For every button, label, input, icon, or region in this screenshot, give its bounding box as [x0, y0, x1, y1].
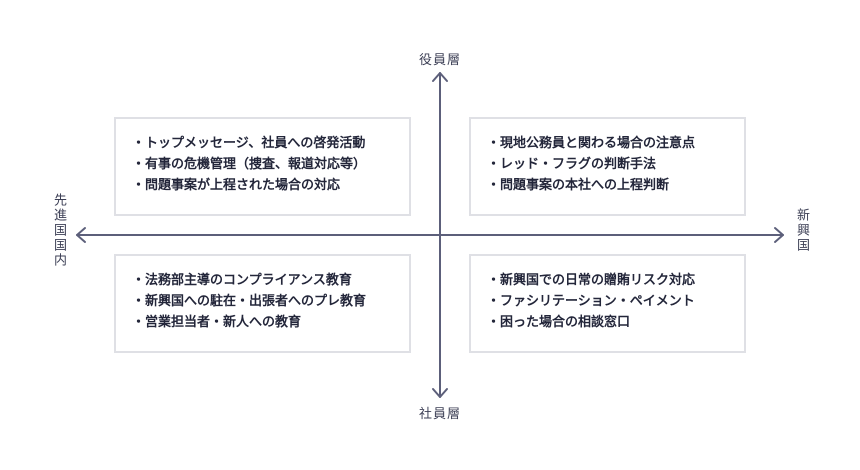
quadrant-item: ・新興国への駐在・出張者へのプレ教育: [132, 294, 367, 309]
quadrant-top-right: ・現地公務員と関わる場合の注意点 ・レッド・フラグの判断手法 ・問題事案の本社へ…: [469, 117, 746, 216]
quadrant-item: ・ファシリテーション・ペイメント: [487, 294, 695, 309]
arrow-down-icon: [432, 388, 448, 398]
axis-label-top: 役員層: [418, 53, 461, 68]
quadrant-item: ・問題事案が上程された場合の対応: [132, 178, 341, 193]
quadrant-item: ・有事の危機管理（捜査、報道対応等）: [132, 157, 367, 172]
arrow-up-icon: [432, 72, 448, 82]
quadrant-item: ・法務部主導のコンプライアンス教育: [132, 273, 352, 288]
quadrant-top-left: ・トップメッセージ、社員への啓発活動 ・有事の危機管理（捜査、報道対応等） ・問…: [114, 117, 411, 216]
quadrant-item: ・新興国での日常の贈賄リスク対応: [487, 273, 696, 288]
quadrant-item: ・レッド・フラグの判断手法: [487, 157, 657, 172]
quadrant-item: ・問題事案の本社への上程判断: [487, 178, 670, 193]
axis-label-bottom: 社員層: [418, 407, 461, 422]
quadrant-item: ・営業担当者・新人への教育: [132, 315, 302, 330]
quadrant-bottom-right: ・新興国での日常の贈賄リスク対応 ・ファシリテーション・ペイメント ・困った場合…: [469, 254, 746, 353]
quadrant-item: ・現地公務員と関わる場合の注意点: [487, 136, 696, 151]
quadrant-item: ・困った場合の相談窓口: [487, 315, 631, 330]
axis-label-right: 新興国: [794, 208, 809, 253]
arrow-right-icon: [774, 227, 784, 243]
quadrant-item: ・トップメッセージ、社員への啓発活動: [132, 136, 366, 151]
axis-label-left: 先進国国内: [51, 193, 66, 268]
arrow-left-icon: [76, 227, 86, 243]
quadrant-bottom-left: ・法務部主導のコンプライアンス教育 ・新興国への駐在・出張者へのプレ教育 ・営業…: [114, 254, 411, 353]
